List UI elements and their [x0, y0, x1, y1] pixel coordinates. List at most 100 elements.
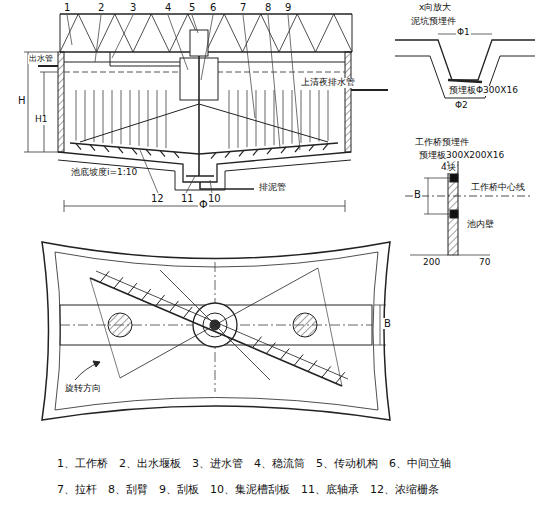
stroke	[323, 144, 328, 150]
sump-embed-detail	[395, 34, 535, 98]
callout-number: 8	[264, 2, 272, 13]
stroke	[301, 90, 302, 143]
stroke	[206, 14, 224, 52]
callout-number: 11	[180, 193, 195, 204]
stroke	[103, 90, 104, 143]
stroke	[316, 14, 334, 52]
stroke	[294, 354, 303, 365]
stroke	[104, 146, 109, 152]
stroke	[121, 90, 122, 144]
drawing-label: 200	[422, 258, 441, 268]
callout-number: 4	[164, 2, 172, 13]
stroke	[274, 90, 275, 145]
stroke	[297, 14, 315, 52]
drawing-label: 池底坡度i=1:10	[70, 168, 138, 178]
callout-number: 5	[188, 2, 196, 13]
callout-number: 2	[97, 2, 105, 13]
stroke	[100, 271, 109, 282]
stroke	[166, 90, 167, 148]
stroke	[133, 14, 151, 52]
drawing-label: Φ	[198, 199, 209, 211]
drawing-label: 70	[478, 258, 491, 268]
drawing-label: B	[383, 318, 392, 329]
callout-number: 10	[207, 193, 222, 204]
stroke	[310, 90, 311, 142]
stroke	[151, 14, 169, 52]
drawing-label: 泥坑预埋件	[410, 17, 457, 27]
callout-number: 6	[209, 2, 217, 13]
stroke	[283, 90, 284, 144]
stroke	[139, 90, 140, 146]
callout-number: 3	[129, 2, 137, 13]
stroke	[160, 151, 165, 157]
drawing-label: H	[17, 95, 27, 106]
stroke	[170, 14, 188, 52]
stroke	[328, 90, 329, 141]
stroke	[292, 90, 293, 144]
stroke	[174, 152, 179, 158]
drawing-label: 4块	[440, 163, 457, 173]
stroke	[336, 372, 345, 383]
drawing-label: 工作桥中心线	[470, 183, 526, 193]
stroke	[148, 90, 149, 147]
stroke	[266, 343, 275, 354]
stroke	[319, 90, 320, 142]
drawing-label: 出水管	[28, 55, 54, 64]
stroke	[309, 145, 314, 151]
stroke	[130, 90, 131, 145]
drawing-label: 排泥管	[258, 183, 287, 193]
stroke	[308, 360, 317, 371]
callout-leaders	[67, 15, 300, 193]
stroke	[211, 153, 216, 159]
drawing-label: 池内壁	[466, 220, 495, 230]
stroke	[146, 149, 151, 155]
stroke	[60, 14, 78, 52]
stroke	[156, 295, 165, 306]
stroke	[224, 14, 242, 52]
stroke	[238, 90, 239, 148]
stroke	[256, 90, 257, 146]
stroke	[94, 90, 95, 142]
stroke	[239, 150, 244, 156]
drawing-label: H1	[34, 115, 49, 125]
drawing-label: 预埋板Φ300X16	[448, 86, 519, 96]
stroke	[76, 90, 77, 141]
tank-section	[38, 30, 388, 190]
stroke	[112, 90, 113, 144]
stroke	[295, 146, 300, 152]
stroke	[114, 277, 123, 288]
plan-view	[42, 242, 390, 420]
stroke	[169, 301, 178, 312]
stroke	[90, 145, 95, 151]
stroke	[247, 90, 248, 147]
drawing-label: 预埋板300X200X16	[418, 151, 505, 161]
stroke	[128, 283, 137, 294]
stroke	[132, 148, 137, 154]
drawing-label: B	[413, 189, 422, 200]
stroke	[183, 307, 192, 318]
stroke	[334, 14, 352, 52]
stroke	[267, 148, 272, 154]
stroke	[253, 149, 258, 155]
stroke	[76, 144, 81, 150]
bridge-embed-detail	[405, 160, 530, 255]
drawing-label: 上清夜排水管	[300, 78, 356, 88]
drawing-label: x向放大	[418, 3, 452, 13]
callout-number: 9	[284, 2, 292, 13]
stroke	[253, 337, 262, 348]
parts-list-line: 1、工作桥 2、出水堰板 3、进水管 4、稳流筒 5、传动机构 6、中间立轴	[56, 458, 452, 470]
stroke	[118, 147, 123, 153]
callout-number: 1	[63, 2, 71, 13]
stroke	[142, 289, 151, 300]
drawing-label: Φ2	[454, 101, 469, 111]
stroke	[229, 90, 230, 149]
stroke	[78, 14, 96, 52]
callout-number: 7	[239, 2, 247, 13]
drawing-label: 旋转方向	[64, 384, 102, 394]
stroke	[225, 152, 230, 158]
stroke	[281, 147, 286, 153]
stroke	[322, 366, 331, 377]
stroke	[265, 90, 266, 146]
stroke	[280, 349, 289, 360]
